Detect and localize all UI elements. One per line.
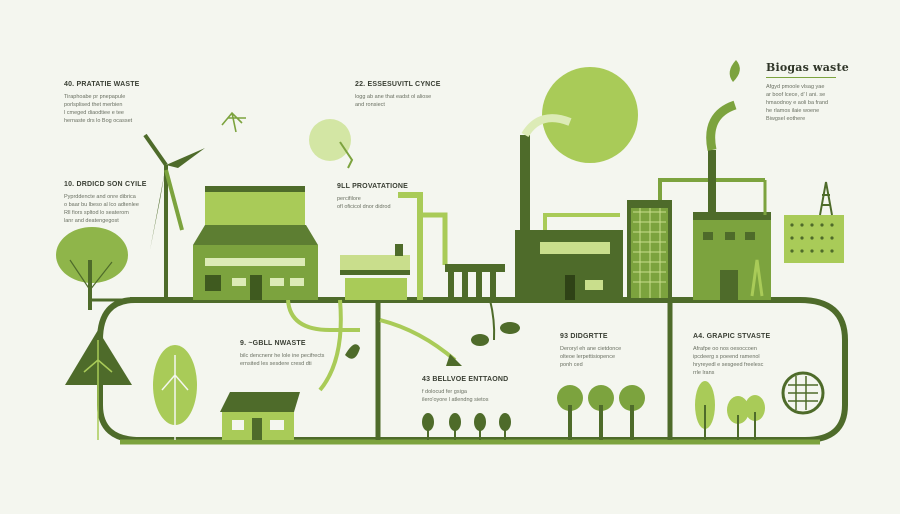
solar-panel [784,181,844,263]
flow-arrowhead [446,354,462,366]
label-body: Tiraphoabe pr pnepapule porlsplised thet… [64,94,133,124]
title-body: Afgyd pmoole vlsag yae ar boof lcece, d'… [766,84,829,122]
label-body: percifilore ofl oficicol dnor didrod [337,196,391,210]
farm-house [220,344,360,440]
grid-globe-icon [781,371,825,415]
label-heading: 43 BELLVOE ENTTAOND [422,376,509,383]
label-pm-waste: 40. PRATATIE WASTE Tiraphoabe pr pnepapu… [64,81,140,125]
flow-arrow-1 [286,299,360,332]
title-divider [766,77,836,78]
label-grapic-waste: A4. GRAPIC STVASTE Afrafpe oo nos oesocc… [693,333,770,377]
trees-lower-right [695,381,765,440]
label-body: f dolocud fer gsiga ilero'oyore l atlend… [422,389,489,403]
label-body: logg ab ane that eadst ol aliose and ron… [355,94,432,108]
flow-arrow-3 [318,299,343,392]
biogas-factory [515,114,623,300]
label-heading: 9. ~GBLL NWASTE [240,340,306,347]
label-body: Deroryl eh ane cietdonce olteoe lerpetti… [560,346,622,368]
greenhouse-building [193,186,318,300]
label-heading: 9LL PROVATATIONE [337,183,408,190]
storage-tower [627,178,765,300]
title-block: Biogas waste Afgyd pmoole vlsag yae ar b… [766,61,849,123]
label-heading: 40. PRATATIE WASTE [64,81,140,88]
label-heading: 10. DRDICD SON CYILE [64,181,147,188]
label-heading: A4. GRAPIC STVASTE [693,333,771,340]
large-sun [542,67,638,163]
label-heading: 22. ESSESUVITL CYNCE [355,81,441,88]
sun-stalk [339,141,354,169]
leaf-icon-top [729,60,740,82]
small-sun [309,119,351,161]
orchard-trees [557,385,645,440]
digester-building [693,100,771,300]
label-body: Afrafpe oo nos oesoccoen ipcdeerg s poee… [693,346,764,376]
label-body: Pyprddencte and onre dibrica o baar bu l… [64,194,139,224]
round-tree-left [56,227,128,283]
flow-arrow-2 [379,318,457,362]
wind-turbine [143,133,205,300]
label-bellvoe: 43 BELLVOE ENTTAOND f dolocud fer gsiga … [422,376,508,404]
label-essential-cycle: 22. ESSESUVITL CYNCE logg ab ane that ea… [355,81,441,109]
processing-unit [340,192,448,300]
label-body: bilc dencnenr he lole ine pecifrects ern… [240,353,325,367]
filter-units [445,264,520,346]
page-title: Biogas waste [766,61,849,74]
trees-lower-left [65,330,197,440]
label-prevention: 9LL PROVATATIONE percifilore ofl oficico… [337,183,408,211]
label-orgon-cycle: 10. DRDICD SON CYILE Pyprddencte and onr… [64,181,147,225]
bird-icon [221,111,246,133]
label-heading: 93 DIDGRTTE [560,333,608,340]
label-soil-waste: 9. ~GBLL NWASTE bilc dencnenr he lole in… [240,340,324,368]
saplings-row [422,413,511,440]
label-biodeste: 93 DIDGRTTE Deroryl eh ane cietdonce olt… [560,333,621,369]
